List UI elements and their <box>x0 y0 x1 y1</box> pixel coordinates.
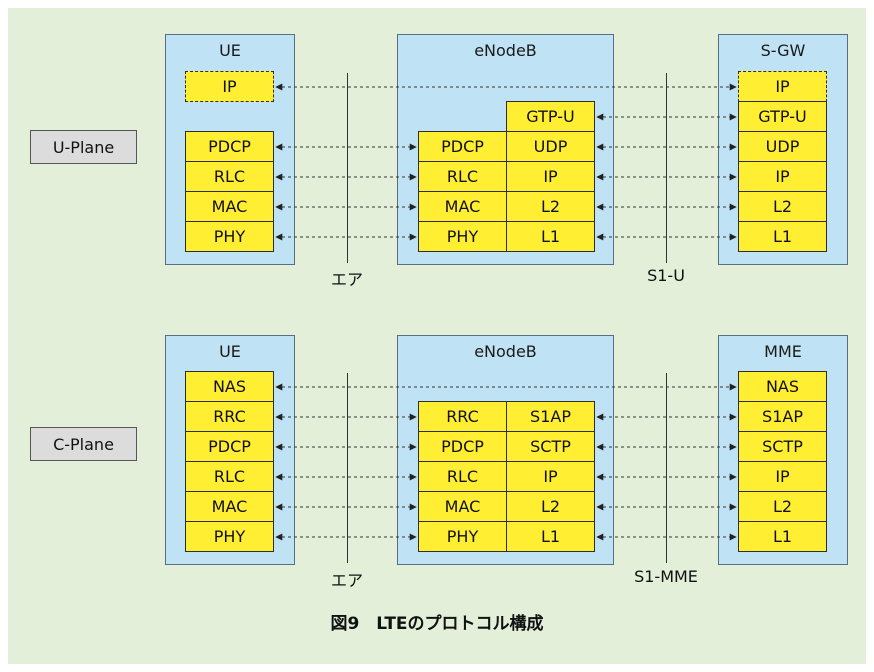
enodeb-layer-l2: L2 <box>506 491 595 522</box>
enodeb-title: eNodeB <box>474 41 537 60</box>
enodeb-layer-rlc: RLC <box>418 161 507 192</box>
air-interface-line-cplane <box>347 373 348 563</box>
enodeb-layer-phy: PHY <box>418 221 507 252</box>
sgw-title: S-GW <box>760 41 806 60</box>
mme-layer-l1: L1 <box>738 521 827 552</box>
u-plane-label: U-Plane <box>30 130 137 164</box>
s1u-interface-label: S1-U <box>647 266 685 285</box>
enodeb-layer-gtpu: GTP-U <box>506 101 595 132</box>
s1u-interface-line <box>666 73 667 263</box>
enodeb-layer-mac: MAC <box>418 491 507 522</box>
ue-layer-mac: MAC <box>185 191 274 222</box>
enodeb-layer-mac: MAC <box>418 191 507 222</box>
air-interface-label-uplane: エア <box>330 270 363 289</box>
sgw-layer-l1: L1 <box>738 221 827 252</box>
enodeb-layer-rrc: RRC <box>418 401 507 432</box>
ue-layer-phy: PHY <box>185 521 274 552</box>
mme-title: MME <box>764 342 802 361</box>
s1mme-interface-line <box>666 373 667 563</box>
sgw-layer-ip-top: IP <box>738 71 827 102</box>
enodeb-layer-pdcp: PDCP <box>418 131 507 162</box>
enodeb-layer-ip: IP <box>506 461 595 492</box>
c-plane-label: C-Plane <box>30 427 137 461</box>
ue-layer-phy: PHY <box>185 221 274 252</box>
ue-layer-rlc: RLC <box>185 461 274 492</box>
ue-layer-pdcp: PDCP <box>185 431 274 462</box>
mme-layer-sctp: SCTP <box>738 431 827 462</box>
ue-title: UE <box>219 41 241 60</box>
sgw-layer-l2: L2 <box>738 191 827 222</box>
enodeb-layer-sctp: SCTP <box>506 431 595 462</box>
air-interface-line-uplane <box>347 73 348 263</box>
sgw-layer-ip: IP <box>738 161 827 192</box>
s1mme-interface-label: S1-MME <box>634 567 698 586</box>
enodeb-layer-l1: L1 <box>506 521 595 552</box>
ue-layer-nas: NAS <box>185 371 274 402</box>
enodeb-title: eNodeB <box>474 342 537 361</box>
ue-layer-pdcp: PDCP <box>185 131 274 162</box>
enodeb-layer-l1: L1 <box>506 221 595 252</box>
air-interface-label-cplane: エア <box>330 571 363 590</box>
enodeb-layer-udp: UDP <box>506 131 595 162</box>
mme-layer-nas: NAS <box>738 371 827 402</box>
sgw-layer-gtpu: GTP-U <box>738 101 827 132</box>
ue-layer-ip: IP <box>185 71 274 102</box>
enodeb-layer-s1ap: S1AP <box>506 401 595 432</box>
ue-title: UE <box>219 342 241 361</box>
mme-layer-ip: IP <box>738 461 827 492</box>
ue-layer-rlc: RLC <box>185 161 274 192</box>
enodeb-layer-l2: L2 <box>506 191 595 222</box>
figure-caption: 図9 LTEのプロトコル構成 <box>330 614 544 634</box>
mme-layer-l2: L2 <box>738 491 827 522</box>
